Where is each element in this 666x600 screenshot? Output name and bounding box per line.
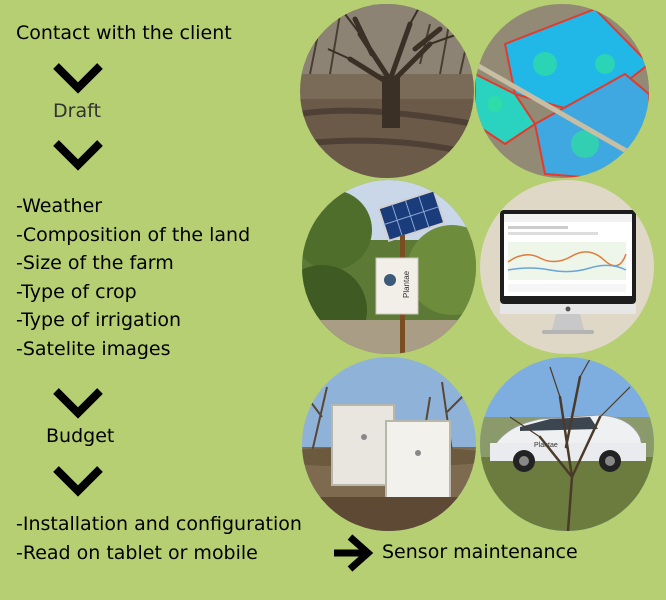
step-sensor-maintenance: Sensor maintenance [382, 541, 578, 563]
step-draft: Draft [53, 100, 101, 122]
factor-item: -Type of irrigation [16, 309, 182, 332]
factor-item: -Weather [16, 195, 103, 217]
service-car-photo: Plantae [480, 357, 654, 531]
factor-item: -Type of crop [16, 280, 137, 303]
install-item: -Read on tablet or mobile [16, 542, 258, 564]
sensor-boxes-photo [302, 357, 476, 531]
satellite-map-photo [475, 4, 649, 178]
factor-item: -Size of the farm [16, 252, 174, 275]
install-list: -Installation and configuration -Read on… [16, 510, 302, 568]
arrow-down-icon [53, 466, 103, 497]
arrow-right-icon [334, 534, 374, 572]
step-contact-client: Contact with the client [16, 22, 232, 44]
install-item: -Installation and configuration [16, 513, 302, 535]
orchard-photo [300, 4, 474, 178]
factor-item: -Composition of the land [16, 223, 251, 246]
factor-item: -Satelite images [16, 337, 171, 360]
factor-list: -Weather -Composition of the land -Size … [16, 192, 250, 364]
arrow-down-icon [53, 140, 103, 171]
sensor-box-brand: Plantae [402, 270, 411, 298]
dashboard-monitor-photo [480, 180, 654, 354]
step-budget: Budget [46, 425, 115, 447]
arrow-down-icon [53, 388, 103, 419]
solar-sensor-photo: Plantae [302, 180, 476, 354]
arrow-down-icon [53, 63, 103, 94]
